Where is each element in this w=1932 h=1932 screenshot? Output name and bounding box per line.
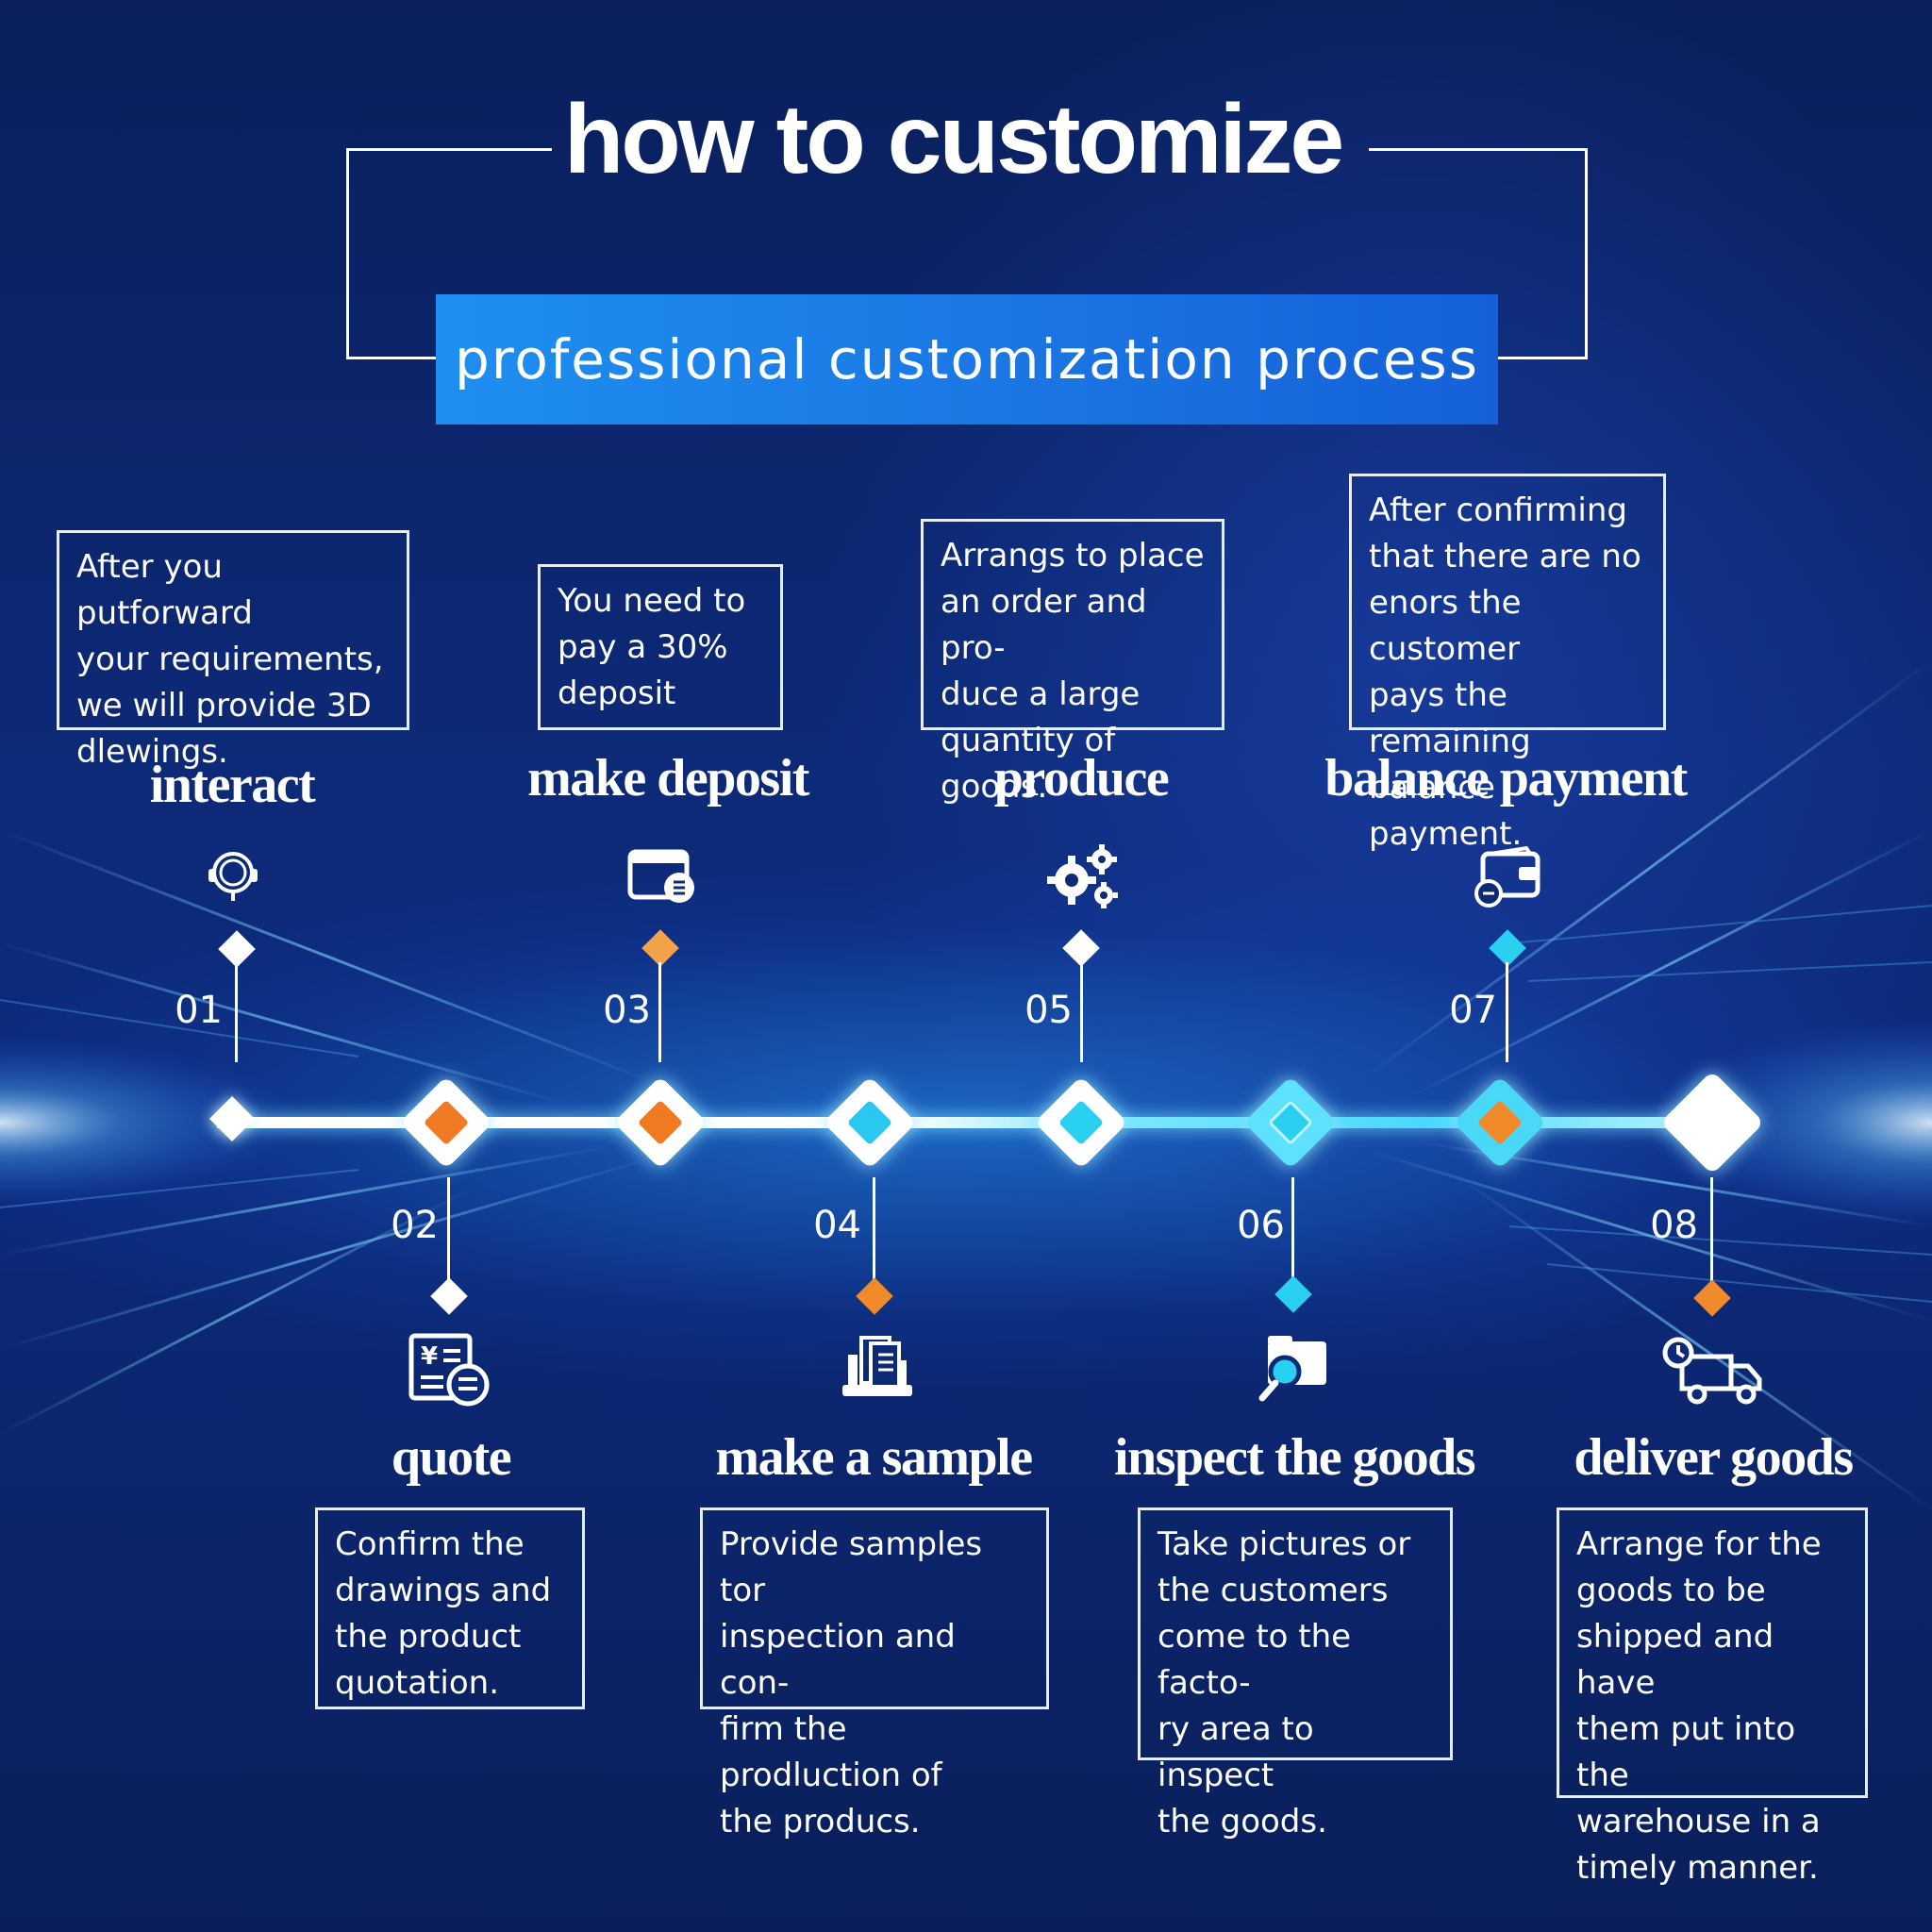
page-title: how to customize (563, 85, 1344, 194)
title-frame-top-right (1369, 148, 1588, 151)
magnifier-folder-icon (1258, 1336, 1326, 1402)
step-06-connector (1291, 1177, 1294, 1281)
step-03-label: make deposit (527, 749, 809, 808)
step-04-label: make a sample (715, 1428, 1033, 1487)
documents-icon (842, 1336, 912, 1396)
step-03-number: 03 (603, 989, 651, 1032)
step-08-label: deliver goods (1574, 1428, 1854, 1487)
step-06-label: inspect the goods (1113, 1428, 1476, 1487)
invoice-icon: ¥ (408, 1333, 490, 1407)
title-frame-left (346, 148, 349, 359)
step-05-connector (1080, 962, 1083, 1062)
delivery-truck-icon (1662, 1337, 1762, 1405)
subtitle-banner: professional customization process (436, 294, 1498, 425)
step-08-description: Arrange for the goods to be shipped and … (1557, 1507, 1868, 1887)
title-frame-top-left (346, 148, 552, 151)
step-06-description: Take pictures or the customers come to t… (1138, 1507, 1453, 1840)
gears-icon (1047, 844, 1118, 908)
step-03-description: You need to pay a 30% deposit (538, 564, 783, 730)
step-08-number: 08 (1650, 1204, 1698, 1247)
step-06-number: 06 (1237, 1204, 1285, 1247)
step-05-number: 05 (1024, 989, 1073, 1032)
step-01-number: 01 (175, 989, 223, 1032)
step-05-description: Arrangs to place an order and pro- duce … (921, 519, 1224, 806)
title-frame-right (1585, 148, 1588, 359)
step-02-description: Confirm the drawings and the product quo… (315, 1507, 585, 1709)
wallet-card-icon (627, 849, 694, 903)
title-frame-bottom-left (346, 357, 437, 359)
step-04-number: 04 (813, 1204, 861, 1247)
svg-text:¥: ¥ (421, 1342, 438, 1371)
step-07-number: 07 (1449, 989, 1497, 1032)
step-04-connector (873, 1177, 875, 1281)
step-07-connector (1506, 962, 1508, 1062)
title-frame-bottom-right (1498, 357, 1588, 359)
step-02-label: quote (391, 1428, 512, 1487)
step-07-label: balance payment (1324, 749, 1688, 808)
step-05-label: produce (993, 749, 1170, 808)
step-01-description: After you putforward your requirements, … (57, 530, 409, 771)
headset-icon (208, 852, 258, 901)
step-01-label: interact (149, 756, 316, 814)
subtitle-text: professional customization process (455, 327, 1479, 391)
step-08-connector (1710, 1177, 1713, 1281)
step-04-description: Provide samples tor inspection and con- … (700, 1507, 1049, 1840)
step-03-connector (658, 962, 661, 1062)
step-02-connector (447, 1177, 450, 1281)
wallet-icon (1474, 845, 1541, 908)
step-07-description: After confirming that there are no enors… (1349, 474, 1666, 853)
timeline-line (217, 1117, 1726, 1128)
step-02-number: 02 (391, 1204, 439, 1247)
step-01-connector (235, 962, 238, 1062)
